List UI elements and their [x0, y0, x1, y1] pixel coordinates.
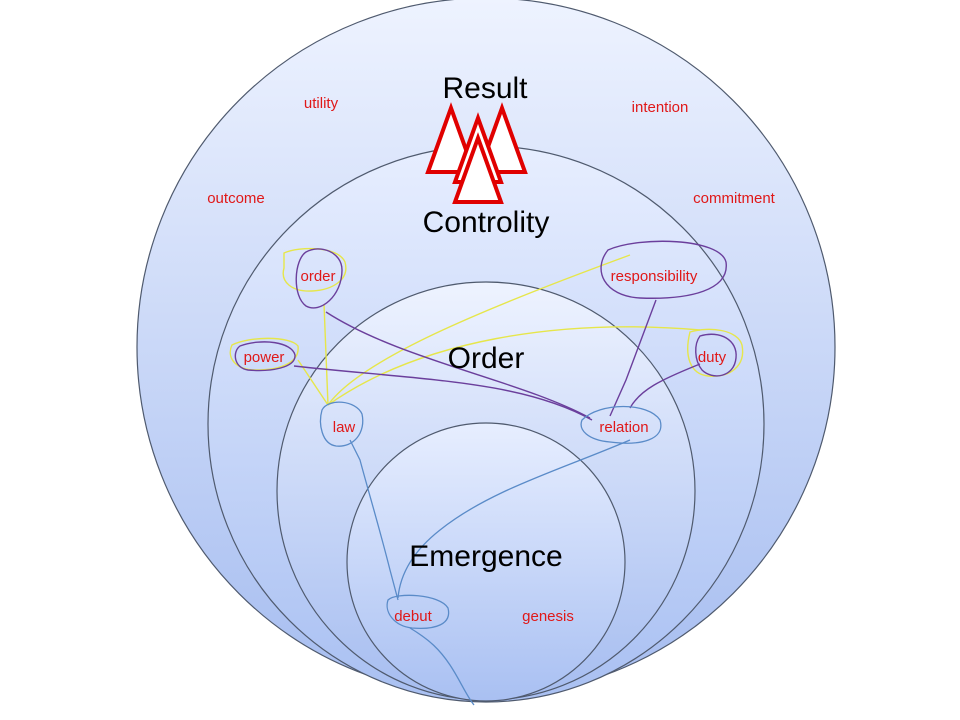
result-title: Result: [442, 72, 528, 105]
triangles-icon: [425, 102, 528, 204]
term-genesis: genesis: [522, 608, 574, 625]
term-law: law: [333, 419, 356, 436]
blue-links: [319, 401, 662, 706]
term-responsibility: responsibility: [611, 268, 698, 285]
purple-links: [234, 240, 737, 421]
term-outcome: outcome: [207, 190, 265, 207]
order-title: Order: [448, 342, 525, 375]
term-intention: intention: [632, 99, 689, 116]
term-commitment: commitment: [693, 190, 776, 207]
term-debut: debut: [394, 608, 432, 625]
controlity-title: Controlity: [423, 206, 550, 239]
term-relation: relation: [599, 419, 648, 436]
term-order: order: [300, 268, 335, 285]
term-utility: utility: [304, 95, 339, 112]
yellow-links: [229, 247, 744, 406]
emergence-title: Emergence: [409, 540, 562, 573]
term-power: power: [244, 349, 285, 366]
term-duty: duty: [698, 349, 727, 366]
